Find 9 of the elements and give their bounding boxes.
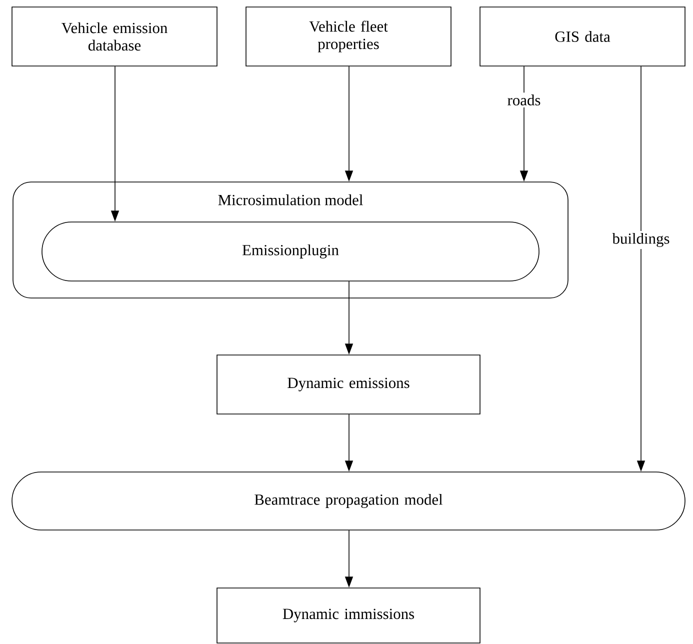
process-box: Dynamic emissions [216, 354, 480, 414]
edge-label: buildings [610, 230, 672, 249]
process-box: Vehicle emission database [12, 6, 218, 66]
process-box: GIS data [480, 6, 686, 66]
process-box: Dynamic immissions [216, 588, 480, 644]
process-box: Vehicle fleet properties [246, 6, 452, 66]
rounded-box: Emissionplugin [42, 222, 540, 282]
rounded-box: Beamtrace propagation model [12, 472, 686, 530]
edge-label: roads [505, 92, 543, 108]
